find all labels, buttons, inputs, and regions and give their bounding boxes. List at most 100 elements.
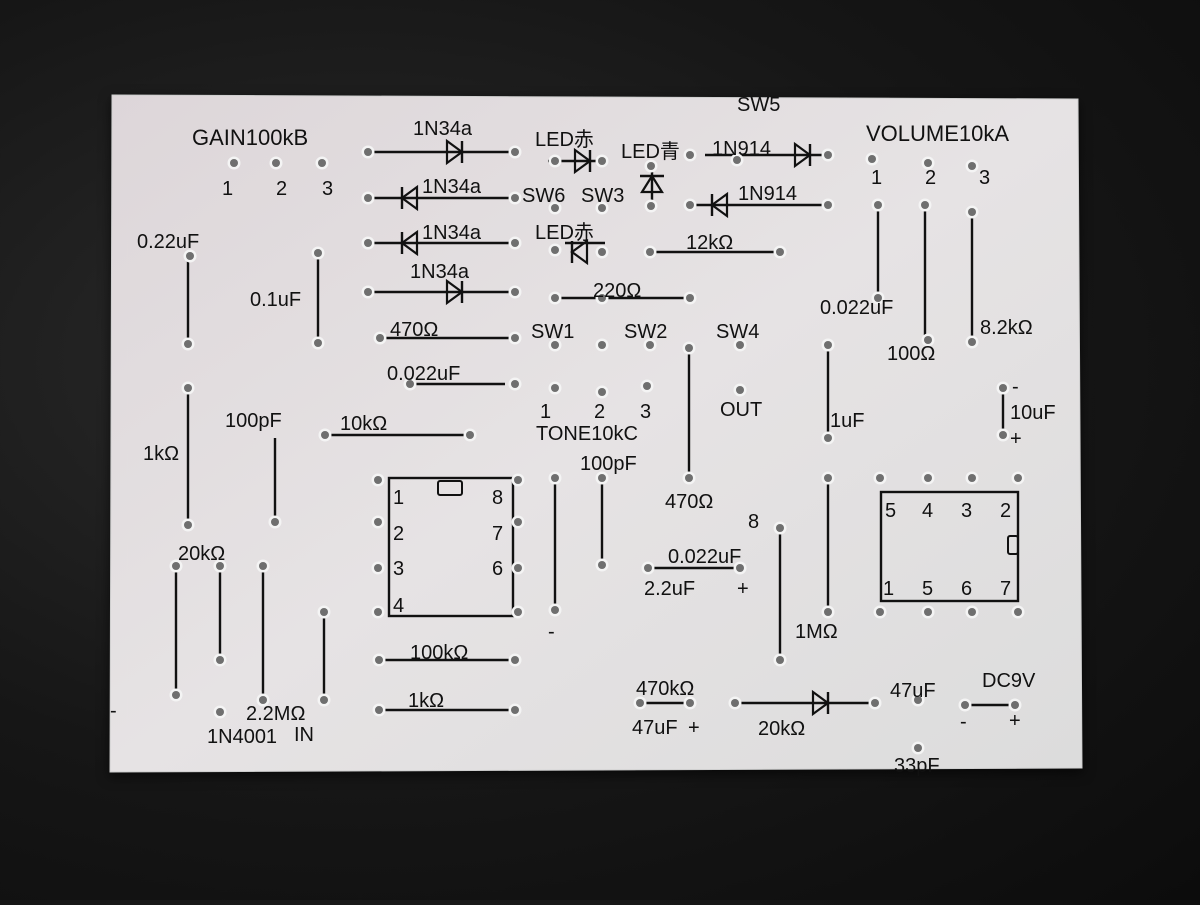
pcb-hole <box>598 388 606 396</box>
component-label: 10uF <box>1010 402 1056 424</box>
component-label: 7 <box>1000 578 1011 600</box>
diode-symbol <box>573 147 592 175</box>
diode-symbol <box>811 689 830 717</box>
component-label: 0.22uF <box>137 231 199 253</box>
component-label: - <box>110 700 117 722</box>
pcb-hole <box>514 608 522 616</box>
pcb-hole <box>374 564 382 572</box>
component-label: 8 <box>748 511 759 533</box>
pcb-hole <box>184 384 192 392</box>
pcb-hole <box>914 744 922 752</box>
pcb-hole <box>876 474 884 482</box>
component-label: 1 <box>540 401 551 423</box>
pcb-hole <box>921 201 929 209</box>
component-label: 0.1uF <box>250 289 301 311</box>
pcb-hole <box>999 431 1007 439</box>
component-label: 100Ω <box>887 343 935 365</box>
diode-symbol <box>445 278 464 306</box>
pcb-hole <box>968 338 976 346</box>
pcb-hole <box>364 194 372 202</box>
pcb-hole <box>824 201 832 209</box>
component-label: - <box>548 621 555 643</box>
pcb-hole <box>551 294 559 302</box>
pcb-hole <box>647 202 655 210</box>
component-label: 5 <box>922 578 933 600</box>
component-label: OUT <box>720 399 762 421</box>
component-label: 4 <box>922 500 933 522</box>
component-label: 470Ω <box>390 319 438 341</box>
component-label: 1 <box>871 167 882 189</box>
component-label: 1N914 <box>738 183 797 205</box>
pcb-hole <box>1014 608 1022 616</box>
component-label: 47uF <box>890 680 936 702</box>
pcb-hole <box>733 156 741 164</box>
diode-symbol <box>710 191 729 219</box>
component-label: SW4 <box>716 321 759 343</box>
pcb-hole <box>551 246 559 254</box>
component-label: 7 <box>492 523 503 545</box>
pcb-hole <box>968 208 976 216</box>
pcb-hole <box>1011 701 1019 709</box>
pcb-hole <box>184 521 192 529</box>
pcb-hole <box>230 159 238 167</box>
component-label: 3 <box>640 401 651 423</box>
pcb-hole <box>511 239 519 247</box>
diode-symbol <box>570 238 589 266</box>
pcb-hole <box>914 696 922 704</box>
pcb-hole <box>511 334 519 342</box>
component-label: LED青 <box>621 140 680 163</box>
component-label: 2 <box>925 167 936 189</box>
component-label: 0.022uF <box>387 363 460 385</box>
pcb-hole <box>686 294 694 302</box>
component-label: 1N34a <box>410 261 470 283</box>
component-label: 2 <box>276 178 287 200</box>
pcb-hole <box>643 382 651 390</box>
pcb-hole <box>364 239 372 247</box>
led-symbol <box>640 173 664 194</box>
ic-notch <box>1007 535 1019 555</box>
component-label: 47uF <box>632 717 678 739</box>
pcb-hole <box>824 608 832 616</box>
pcb-hole <box>644 564 652 572</box>
component-label: 8.2kΩ <box>980 317 1033 339</box>
pcb-hole <box>406 380 414 388</box>
component-label: 10kΩ <box>340 413 387 435</box>
component-label: + <box>737 578 749 600</box>
pcb-hole <box>511 656 519 664</box>
pcb-hole <box>259 562 267 570</box>
component-label: 1N34a <box>422 222 482 244</box>
pcb-hole <box>824 474 832 482</box>
component-label: LED赤 <box>535 128 594 151</box>
pcb-hole <box>172 691 180 699</box>
pcb-hole <box>216 562 224 570</box>
component-label: 470kΩ <box>636 678 694 700</box>
pcb-hole <box>272 159 280 167</box>
pcb-hole <box>731 699 739 707</box>
pcb-hole <box>598 294 606 302</box>
pcb-hole <box>364 288 372 296</box>
component-label: 100pF <box>225 410 282 432</box>
component-label: 1N34a <box>422 176 482 198</box>
pcb-hole <box>776 524 784 532</box>
pcb-hole <box>824 341 832 349</box>
component-label: 6 <box>492 558 503 580</box>
pcb-hole <box>686 699 694 707</box>
component-label: 1 <box>222 178 233 200</box>
pcb-hole <box>374 476 382 484</box>
component-label: 2.2uF <box>644 578 695 600</box>
diode-symbol <box>793 141 812 169</box>
pcb-hole <box>320 696 328 704</box>
component-label: LED赤 <box>535 221 594 244</box>
pcb-hole <box>924 474 932 482</box>
pcb-hole <box>216 656 224 664</box>
pcb-hole <box>598 157 606 165</box>
component-label: 3 <box>979 167 990 189</box>
ic-notch <box>437 480 463 496</box>
component-label: 2 <box>1000 500 1011 522</box>
component-label: 20kΩ <box>178 543 225 565</box>
pcb-hole <box>375 656 383 664</box>
pcb-hole <box>551 341 559 349</box>
pcb-hole <box>551 204 559 212</box>
